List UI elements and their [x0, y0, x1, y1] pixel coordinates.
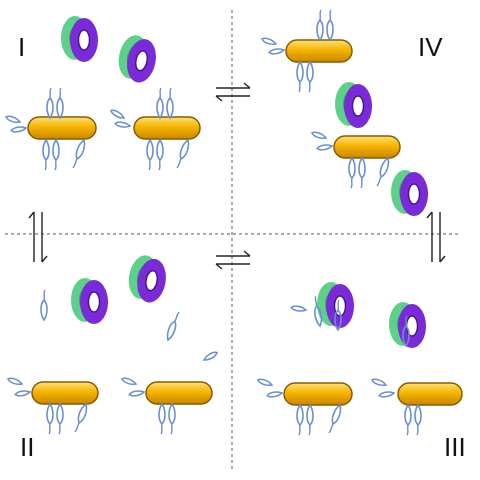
vertical-equilibrium-arrow-left — [28, 211, 48, 263]
vertical-equilibrium-arrow-right — [426, 211, 446, 263]
rod-axle — [283, 382, 353, 406]
rod-axle — [333, 135, 401, 159]
ring-molecule — [113, 31, 161, 86]
quadrant-label-top-right: IV — [418, 32, 443, 62]
horizontal-equilibrium-arrow-top — [215, 82, 251, 102]
ring-molecule — [70, 277, 109, 325]
quadrant-label-bottom-left: II — [20, 432, 35, 462]
ring-molecule — [124, 252, 171, 306]
quadrant-label-bottom-right: III — [444, 432, 466, 462]
rod-axle — [31, 381, 99, 405]
rod-axle — [285, 39, 353, 63]
free-tails — [40, 289, 219, 363]
rod-axle — [145, 381, 213, 405]
ring-molecule — [334, 81, 373, 129]
rod-axle — [133, 116, 201, 140]
ring-molecule — [390, 169, 429, 217]
rod-axle — [397, 382, 463, 406]
rod-axle — [27, 116, 97, 140]
horizontal-equilibrium-arrow-bottom — [215, 250, 251, 270]
ring-molecule — [60, 15, 99, 63]
quadrant-label-top-left: I — [18, 32, 26, 62]
